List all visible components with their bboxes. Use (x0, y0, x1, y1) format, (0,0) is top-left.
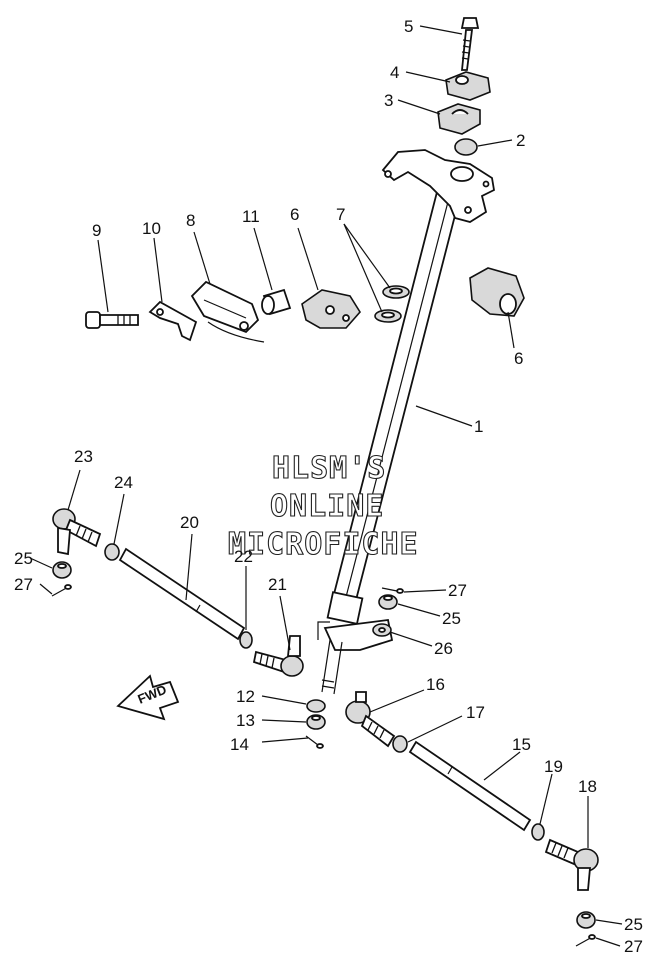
callout-labels: 1 2 3 4 5 6 6 7 8 9 10 11 12 13 14 15 16… (14, 17, 643, 956)
leader-lines (29, 25, 623, 947)
watermark-line-2: ONLINE (270, 489, 384, 524)
callout-25-bottom: 25 (624, 915, 643, 934)
callout-8: 8 (186, 211, 195, 230)
callout-21: 21 (268, 575, 287, 594)
callout-17: 17 (466, 703, 485, 722)
part-25-nut-bottom (576, 911, 596, 929)
part-27-cotter-pin-bottom (575, 934, 596, 947)
watermark-line-1: HLSM'S (272, 451, 386, 486)
part-19-nut (531, 823, 545, 841)
callout-5: 5 (404, 17, 413, 36)
part-7-washer-lower (374, 309, 402, 323)
callout-15: 15 (512, 735, 531, 754)
part-20-tie-rod (118, 547, 246, 641)
callout-3: 3 (384, 91, 393, 110)
callout-25-center: 25 (442, 609, 461, 628)
part-27-cotter-pin-upper (381, 587, 404, 594)
part-24-nut (104, 543, 120, 561)
part-27-cotter-pin-left (51, 584, 72, 597)
callout-6-center: 6 (290, 205, 299, 224)
part-9-bolt (85, 311, 139, 329)
part-25-nut-upper (378, 594, 398, 610)
callout-6-right: 6 (514, 349, 523, 368)
part-7-washer-upper (382, 285, 410, 299)
part-26-washer (372, 623, 392, 637)
callout-4: 4 (390, 63, 399, 82)
callout-7: 7 (336, 205, 345, 224)
callout-25-left: 25 (14, 549, 33, 568)
part-23-tie-rod-end (52, 508, 102, 556)
part-10-bracket (148, 300, 198, 342)
column-lower-boss (317, 591, 394, 695)
part-6-bushing-holder-left (301, 289, 361, 329)
fwd-direction-arrow: FWD (116, 674, 180, 721)
callout-19: 19 (544, 757, 563, 776)
watermark-line-3: MICROFICHE (228, 527, 419, 562)
watermark: HLSM'S ONLINE MICROFICHE (227, 450, 419, 562)
callout-22: 22 (234, 547, 253, 566)
part-8-clip (190, 280, 265, 343)
callout-27-left: 27 (14, 575, 33, 594)
callout-14: 14 (230, 735, 249, 754)
callout-10: 10 (142, 219, 161, 238)
callout-1: 1 (474, 417, 483, 436)
part-18-tie-rod-end (544, 838, 599, 891)
part-25-nut-left (52, 561, 72, 579)
part-16-tie-rod-end (345, 691, 396, 748)
part-15-tie-rod (408, 740, 532, 832)
callout-26: 26 (434, 639, 453, 658)
callout-12: 12 (236, 687, 255, 706)
upper-column-bracket (381, 149, 495, 223)
callout-20: 20 (180, 513, 199, 532)
callout-24: 24 (114, 473, 133, 492)
part-12-washer (306, 699, 326, 713)
part-13-castle-nut (306, 714, 326, 730)
part-11-spacer (261, 288, 292, 316)
callout-9: 9 (92, 221, 101, 240)
part-21-tie-rod-end (252, 635, 304, 677)
part-4-clamp-cap (445, 71, 491, 101)
callout-11: 11 (242, 207, 260, 226)
callout-13: 13 (236, 711, 255, 730)
part-22-nut (239, 631, 253, 649)
callout-16: 16 (426, 675, 445, 694)
callout-2: 2 (516, 131, 525, 150)
callout-27-center: 27 (448, 581, 467, 600)
callout-23: 23 (74, 447, 93, 466)
part-5-bolt (460, 17, 480, 71)
part-2-bushing (454, 138, 478, 156)
part-14-cotter-pin (305, 735, 324, 749)
part-3-clamp (437, 103, 481, 135)
callout-27-bottom: 27 (624, 937, 643, 956)
part-6-bushing-holder-right (469, 267, 525, 317)
callout-18: 18 (578, 777, 597, 796)
part-17-nut (392, 735, 408, 753)
